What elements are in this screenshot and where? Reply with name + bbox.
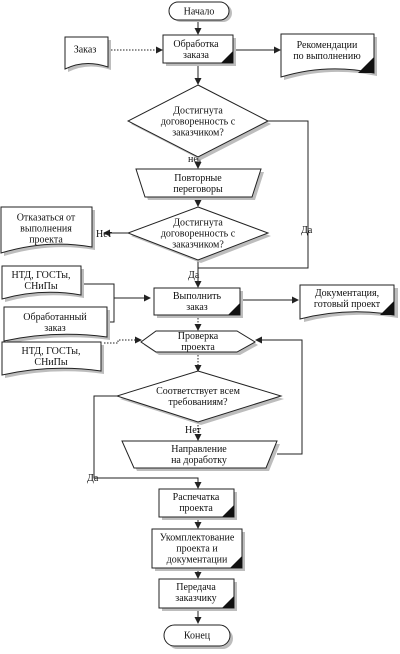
label-line: НТД, ГОСТы, bbox=[12, 270, 71, 281]
label-no-3: Нет bbox=[185, 425, 202, 436]
label-line: Достигнута bbox=[173, 106, 223, 117]
label-line: НТД, ГОСТы, bbox=[22, 346, 81, 357]
label-line: Проверка bbox=[178, 331, 219, 342]
label-line: заказ bbox=[44, 323, 66, 334]
ntd-1-label: НТД, ГОСТы,СНиПы bbox=[12, 270, 71, 292]
label-line: СНиПы bbox=[24, 281, 57, 292]
label-line: Рекомендации bbox=[297, 40, 358, 51]
label-no-1: нет bbox=[188, 154, 203, 165]
label-line: Документация, bbox=[315, 288, 379, 299]
label-line: Обработка bbox=[173, 39, 219, 50]
label-line: СНиПы bbox=[34, 357, 67, 368]
label-no-2: Нет bbox=[96, 229, 113, 240]
label-line: Отказаться от bbox=[17, 213, 76, 224]
label-line: заказчиком? bbox=[172, 128, 224, 139]
label-line: Направление bbox=[171, 444, 227, 455]
label-line: по выполнению bbox=[293, 51, 361, 62]
label-line: проекта bbox=[29, 235, 63, 246]
label-line: проекта bbox=[179, 503, 213, 514]
label-line: Обработанный bbox=[23, 312, 87, 323]
label-line: Достигнута bbox=[173, 218, 223, 229]
connectors bbox=[82, 20, 309, 624]
order-document: Заказ bbox=[64, 36, 111, 72]
end-label: Конец bbox=[184, 631, 211, 642]
flow-decision1-yes bbox=[198, 120, 309, 269]
label-line: проекта bbox=[181, 342, 215, 353]
start-terminator: Начало bbox=[168, 1, 232, 22]
flow-decision3-yes bbox=[93, 395, 202, 489]
label-line: выполнения bbox=[20, 224, 72, 235]
label-yes-3: Да bbox=[87, 473, 99, 484]
label-line: заказа bbox=[183, 50, 209, 61]
label-line: переговоры bbox=[173, 184, 223, 195]
documentation-label: Документация,готовый проект bbox=[314, 288, 381, 310]
label-line: Заказ bbox=[74, 45, 97, 56]
order-label: Заказ bbox=[74, 45, 97, 56]
label-line: Повторные bbox=[174, 173, 222, 184]
label-line: Выполнить bbox=[173, 291, 222, 302]
label-line: заказчиком? bbox=[172, 240, 224, 251]
label-line: документации bbox=[167, 555, 228, 566]
label-line: готовый проект bbox=[314, 299, 381, 310]
label-line: договоренность с bbox=[161, 229, 236, 240]
label-line: Распечатка bbox=[173, 492, 220, 503]
flow-ntd1-to-execute bbox=[82, 283, 151, 302]
label-line: договоренность с bbox=[161, 117, 236, 128]
label-line: Соответствует всем bbox=[156, 386, 241, 397]
documentation-document: Документация,готовый проект bbox=[299, 284, 398, 322]
end-terminator: Конец bbox=[163, 624, 233, 649]
label-line: заказчику bbox=[175, 593, 216, 604]
label-line: Конец bbox=[184, 631, 211, 642]
branch-labels: нет Нет Да Да Нет Да bbox=[87, 154, 313, 484]
flow-rework-to-check bbox=[255, 336, 303, 455]
label-line: Укомплектование bbox=[160, 533, 235, 544]
label-yes-1: Да bbox=[301, 225, 313, 236]
label-line: Передача bbox=[176, 582, 216, 593]
label-line: требованиям? bbox=[168, 397, 228, 408]
label-line: заказ bbox=[186, 302, 208, 313]
flow-ntd2-to-check bbox=[104, 336, 142, 344]
label-line: Начало bbox=[184, 7, 215, 18]
start-label: Начало bbox=[184, 7, 215, 18]
label-line: проекта и bbox=[176, 544, 218, 555]
label-line: на доработку bbox=[171, 455, 227, 466]
ntd-2-label: НТД, ГОСТы,СНиПы bbox=[22, 346, 81, 368]
ntd-document-2: НТД, ГОСТы,СНиПы bbox=[1, 341, 104, 378]
ntd-document-1: НТД, ГОСТы,СНиПы bbox=[1, 265, 84, 302]
label-yes-2: Да bbox=[188, 270, 200, 281]
